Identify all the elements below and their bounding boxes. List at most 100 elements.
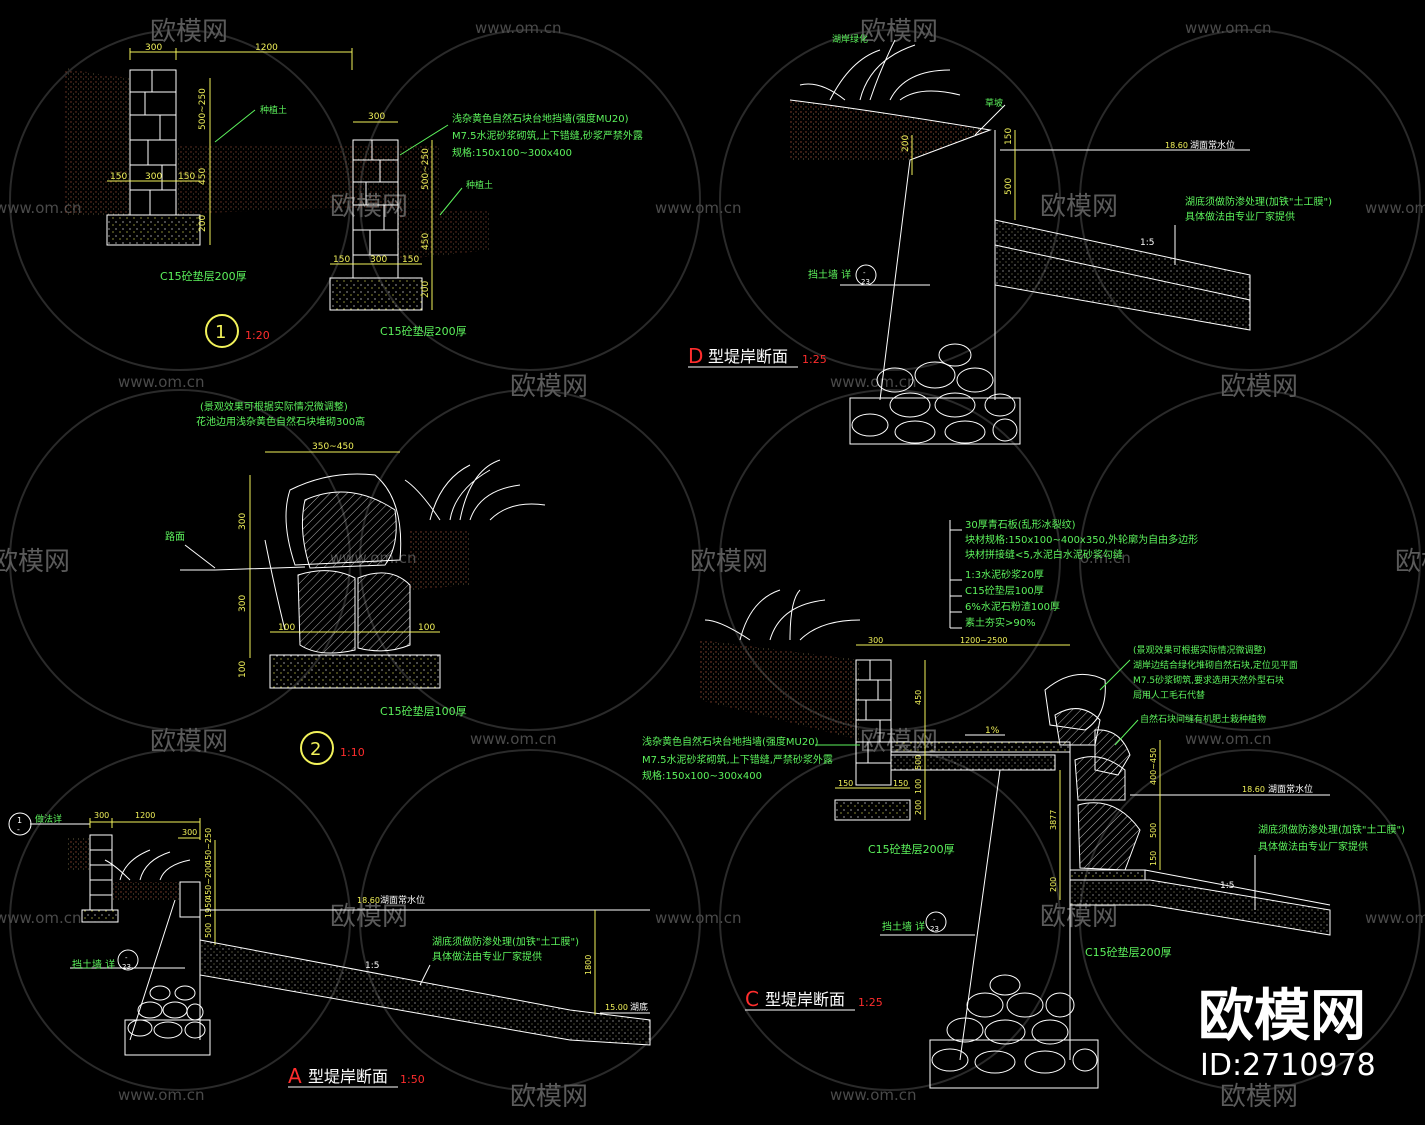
dim-label: 300 — [368, 112, 385, 122]
ref-top: - — [933, 916, 936, 924]
boulder — [297, 570, 356, 654]
dim-label: 1200 — [135, 811, 155, 820]
layer-note: 6%水泥石粉渣100厚 — [965, 600, 1060, 613]
paving — [890, 741, 1071, 753]
dim-label: 300 — [182, 828, 197, 837]
footing — [124, 1019, 211, 1056]
soil-hatch — [398, 210, 490, 260]
layer-notes: 30厚青石板(乱形冰裂纹) 块材规格:150x100~400x350,外轮廓为自… — [949, 518, 1198, 629]
footing — [849, 397, 1021, 445]
brand-watermark: 欧模网 — [1198, 984, 1366, 1049]
base-label: C15砼垫层200厚 — [160, 269, 247, 283]
dim-label: 200 — [914, 800, 923, 815]
ref-bottom: - — [17, 825, 20, 834]
section-c: 30厚青石板(乱形冰裂纹) 块材规格:150x100~400x350,外轮廓为自… — [642, 518, 1405, 1089]
water-label: 湖面常水位 — [1268, 783, 1313, 795]
watermark-brand: 欧模网 — [1220, 1082, 1298, 1112]
detail-note: 花池边用浅杂黄色自然石块堆砌300高 — [196, 415, 365, 428]
stone-note: (景观效果可根据实际情况微调整) — [1133, 644, 1266, 656]
dim-label: 1800 — [584, 955, 593, 975]
watermark-brand: 欧模网 — [1040, 192, 1118, 222]
dim-label: 300 — [868, 636, 883, 645]
dim-label: 3877 — [1049, 810, 1058, 830]
dim-label: 200 — [421, 281, 431, 298]
detail-scale: 1:20 — [245, 329, 270, 342]
dim-label: 300 — [238, 595, 248, 612]
soil-hatch — [68, 838, 90, 870]
water-level: 18.60 — [357, 896, 380, 905]
base-label: C15砼垫层100厚 — [380, 704, 467, 718]
dim-label: 450~200 — [204, 863, 213, 900]
dim-label: 100 — [418, 623, 435, 633]
dim-label: 500 — [204, 923, 213, 938]
soil-label: 种植土 — [260, 104, 287, 116]
stone-wall — [855, 659, 892, 786]
dim-label: 100 — [914, 779, 923, 794]
boulder — [357, 572, 411, 652]
stone-note: 湖岸边结合绿化堆砌自然石块,定位见平面 — [1133, 659, 1298, 671]
section-letter: C — [745, 987, 759, 1011]
soil-hatch — [112, 882, 180, 900]
watermark-url: www.om.cn — [118, 373, 205, 391]
watermark-url: www.om.cn — [0, 909, 82, 927]
water-level: 18.60 — [1242, 785, 1265, 794]
boulder — [1074, 756, 1126, 801]
section-scale: 1:25 — [802, 353, 827, 366]
dim-label: 450 — [421, 233, 431, 250]
watermark-brand: 欧模网 — [1220, 372, 1298, 402]
ref-circle — [117, 949, 139, 971]
ref-bottom: 23 — [861, 278, 870, 286]
liner-note: 湖底须做防渗处理(加铁"土工膜") — [1185, 195, 1332, 208]
slope-ratio: 1:5 — [1220, 881, 1234, 891]
soil-hatch — [65, 68, 130, 215]
wall-note: M7.5水泥砂浆砌筑,上下错缝,砂浆严禁外露 — [452, 129, 643, 142]
dim-label: 300 — [145, 43, 162, 53]
section-letter: D — [688, 344, 703, 368]
watermark-url: o.m.cn — [1080, 549, 1131, 567]
watermark-url: www.om.cn — [475, 19, 562, 37]
dim-label: 150 — [110, 172, 127, 182]
watermark-url: www.om.cn — [830, 373, 917, 391]
watermark-brand: 欧模网 — [1395, 547, 1425, 577]
watermark-brand: 欧模网 — [150, 17, 228, 47]
lake-bed — [1069, 879, 1331, 936]
dim-label: 200 — [198, 215, 208, 232]
bed-level: 15.00 — [605, 1003, 628, 1012]
water-label: 湖面常水位 — [380, 894, 425, 906]
retaining-label: 挡土墙 详 — [882, 920, 925, 933]
ref-top: - — [863, 269, 866, 277]
dim-label: 150 — [1004, 128, 1014, 145]
watermark-url: www.om.cn — [830, 1086, 917, 1104]
ref-circle — [855, 264, 877, 286]
detail-circle — [300, 731, 334, 765]
dim-label: 400~450 — [1149, 748, 1158, 785]
layer-note: 素土夯实>90% — [965, 616, 1036, 629]
watermark-url: www.om.cn — [470, 730, 557, 748]
watermark-url: www.om.cn — [118, 1086, 205, 1104]
watermark-url: www.om.cn — [655, 199, 742, 217]
stone-note: 自然石块间缝有机肥土栽种植物 — [1140, 713, 1266, 725]
layer-note: 1:3水泥砂浆20厚 — [965, 568, 1044, 581]
ref-bottom: 23 — [930, 925, 939, 933]
ref-top: - — [125, 954, 128, 962]
dim-label: 300 — [94, 811, 109, 820]
section-letter: A — [288, 1064, 302, 1088]
dim-label: 150 — [838, 779, 853, 788]
plant-label: 湖岸绿化 — [832, 33, 868, 45]
section-d: 湖岸绿化 18.60 湖面常水位 150 500 200 草坡 湖底须做防渗处理… — [688, 33, 1332, 445]
dim-label: 150 — [402, 255, 419, 265]
plant-icon — [704, 589, 861, 641]
section-title: 型堤岸断面 — [708, 347, 788, 366]
soil-hatch — [176, 145, 440, 215]
dim-label: 300 — [145, 172, 162, 182]
watermark-brand: 欧模网 — [0, 547, 70, 577]
dim-label: 200 — [1049, 877, 1058, 892]
wall-note: 规格:150x100~300x400 — [452, 146, 572, 159]
base-label: C15砼垫层200厚 — [380, 324, 467, 338]
detail-circle — [205, 314, 239, 348]
layer-note: 30厚青石板(乱形冰裂纹) — [965, 518, 1076, 531]
base-label: C15砼垫层200厚 — [1085, 945, 1172, 959]
watermark-brand: 欧模网 — [860, 17, 938, 47]
wall-note: 浅杂黄色自然石块台地挡墙(强度MU20) — [642, 735, 819, 748]
